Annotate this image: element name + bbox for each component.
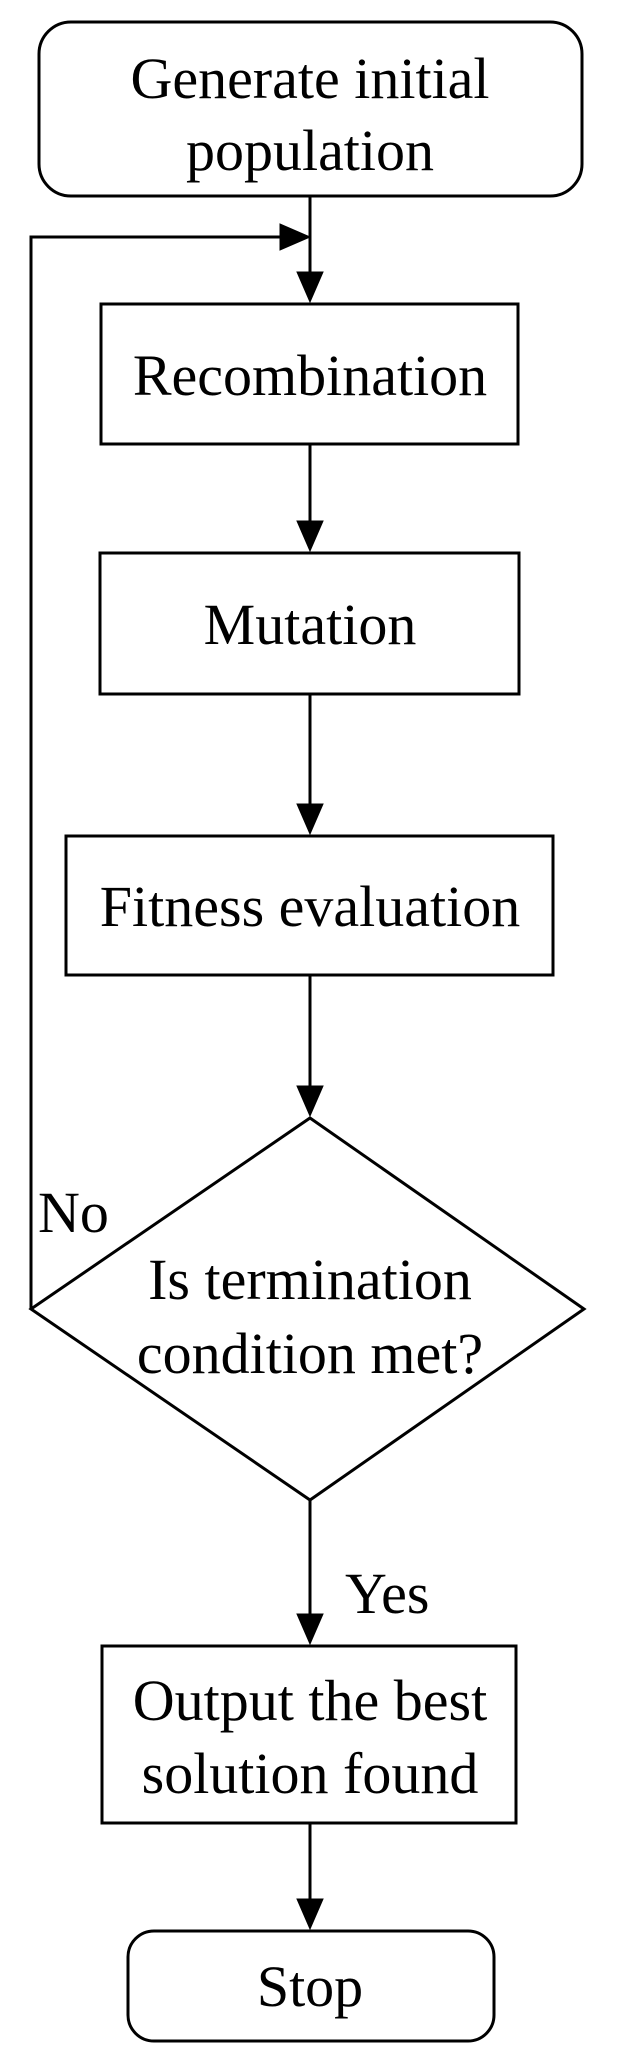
stop-node: Stop [126,1929,496,2043]
fitness-evaluation-node: Fitness evaluation [64,834,555,977]
arrowhead-recombination [296,271,324,304]
start-node-label-line2: population [186,118,434,183]
arrowhead-no-loop [279,223,312,251]
recombination-node-shape [99,302,520,446]
arrowhead-decision [296,1085,324,1118]
output-node-label-line1: Output the best [133,1668,487,1733]
mutation-node: Mutation [98,551,521,696]
stop-node-shape [126,1929,496,2043]
termination-decision-node: Is termination condition met? [28,1116,587,1502]
recombination-node: Recombination [99,302,520,446]
start-node: Generate initial population [37,20,584,198]
output-node-label-line2: solution found [142,1741,479,1806]
termination-decision-label-line2: condition met? [137,1321,483,1386]
no-branch-label: No [38,1180,109,1245]
termination-decision-label-line1: Is termination [148,1247,472,1312]
arrowhead-output [296,1613,324,1646]
mutation-node-label: Mutation [204,592,417,657]
arrowhead-mutation [296,520,324,553]
yes-branch-label: Yes [345,1561,429,1626]
start-node-label-line1: Generate initial [130,46,489,111]
output-node-shape [100,1644,518,1825]
connector-no-loop [29,235,288,1309]
stop-node-label: Stop [257,1954,363,2019]
arrowhead-fitness [296,803,324,836]
fitness-evaluation-node-shape [64,834,555,977]
output-node: Output the best solution found [100,1644,518,1825]
arrowhead-stop [296,1898,324,1931]
fitness-evaluation-node-label: Fitness evaluation [100,874,520,939]
recombination-node-label: Recombination [133,343,487,408]
